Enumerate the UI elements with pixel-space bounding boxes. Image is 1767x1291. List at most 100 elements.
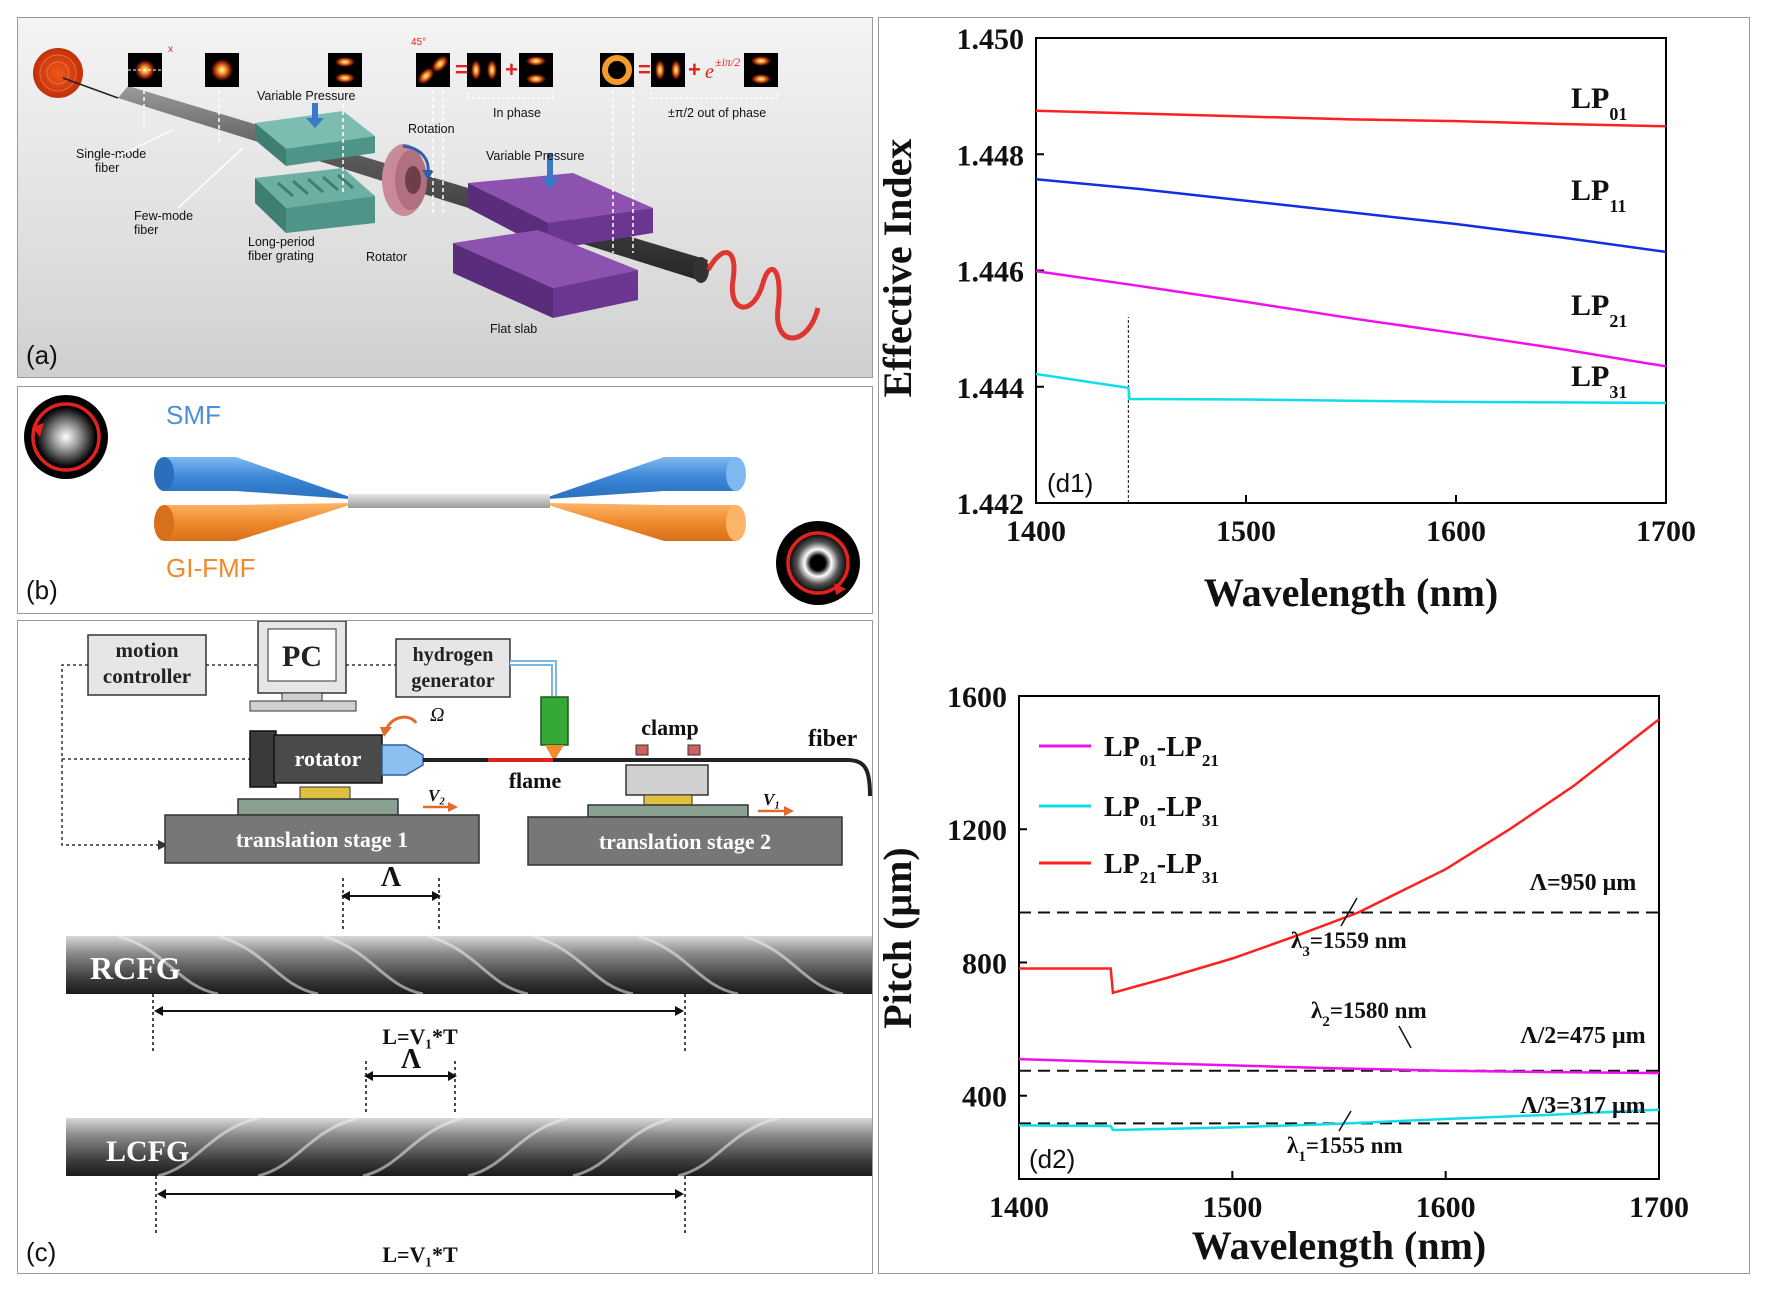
plus-sign: + — [505, 57, 518, 82]
d2-panel-label: (d2) — [1029, 1144, 1075, 1174]
panel-b-illustration: SMF GI-FMF (b) — [24, 395, 860, 605]
phase-exponent: ±iπ/2 — [715, 55, 740, 69]
d2-x-axis-label: Wavelength (nm) — [1192, 1223, 1486, 1268]
rotator-disk — [382, 144, 427, 216]
control-lines — [61, 664, 396, 846]
leg2-s1: 21 — [1140, 868, 1157, 887]
variable-pressure-label-top: Variable Pressure — [257, 89, 355, 103]
d2-plot-frame — [1018, 695, 1660, 1180]
fiber-right — [553, 758, 872, 797]
leg0-m2: LP — [1166, 732, 1202, 763]
panel-b-coupler: SMF GI-FMF (b) — [17, 386, 873, 614]
fmf-line-2: fiber — [134, 223, 158, 237]
rcfg-fiber-image — [66, 934, 872, 996]
a3-lam: λ — [1291, 928, 1303, 953]
panel-letter-c: (c) — [26, 1237, 56, 1267]
d1-xtick-label-1: 1500 — [1216, 515, 1276, 548]
rcfg-label: RCFG — [90, 950, 181, 986]
gifmf-label: GI-FMF — [166, 553, 256, 583]
pc-monitor-icon — [249, 621, 357, 712]
d2-xtick-label-1: 1500 — [1202, 1191, 1262, 1224]
out-of-phase-label: ±π/2 out of phase — [668, 106, 766, 120]
d1-series-lp11 — [1035, 177, 1667, 254]
variable-pressure-label-right: Variable Pressure — [486, 149, 584, 163]
d1-lp11-sub: 11 — [1609, 196, 1626, 216]
leg0-s1: 01 — [1140, 751, 1157, 770]
d2-ytick-label-3: 1600 — [947, 681, 1007, 714]
leg0-s2: 21 — [1202, 751, 1219, 770]
x-axis-label: x — [168, 44, 173, 55]
lpg-line-1: Long-period — [248, 235, 315, 249]
leg0-dash: - — [1157, 732, 1166, 763]
translation-stage-1 — [164, 814, 480, 864]
gas-tube — [510, 660, 557, 696]
d1-label-lp31: LP31 — [1571, 360, 1627, 402]
leg1-s2: 31 — [1202, 811, 1219, 830]
torch-icon — [540, 696, 569, 746]
hydrogen-generator-line1: hydrogen — [413, 644, 494, 666]
stage1-label: translation stage 1 — [236, 827, 408, 852]
gifmf-taper-right — [548, 503, 736, 541]
motion-controller-line2: controller — [103, 664, 191, 688]
clamp-label: clamp — [641, 715, 698, 740]
a2-text: =1580 nm — [1330, 998, 1427, 1023]
in-phase-label: In phase — [493, 106, 541, 120]
label-leader-lines — [117, 129, 244, 209]
helical-output-beam — [705, 250, 821, 341]
in-phase-bracket — [467, 92, 554, 99]
hydrogen-generator-line2: generator — [411, 670, 494, 692]
d1-x-axis-label: Wavelength (nm) — [1204, 570, 1498, 615]
mode-donut — [602, 55, 632, 85]
d2-y-axis-label: Pitch (μm) — [879, 847, 920, 1029]
leg2-s2: 31 — [1202, 868, 1219, 887]
leg2-m2: LP — [1166, 849, 1202, 880]
angle-label: 45° — [411, 37, 426, 48]
v2-label: V₂ — [428, 786, 445, 805]
d2-legend: LP01-LP21 LP01-LP31 LP21-LP31 — [1039, 732, 1219, 887]
a1-lam: λ — [1287, 1133, 1299, 1158]
smf-label: SMF — [166, 400, 221, 430]
phase-term: e — [705, 61, 714, 83]
panel-letter-a: (a) — [26, 340, 58, 370]
lcfg-lambda: Λ — [401, 1044, 421, 1075]
rcfg-lambda: Λ — [381, 862, 401, 893]
leg1-s1: 01 — [1140, 811, 1157, 830]
lcfg-length-label: L=V₁*T — [382, 1242, 458, 1267]
motion-controller-box — [87, 634, 207, 696]
a2-lam: λ — [1311, 998, 1323, 1023]
annot-lambda2: λ2=1580 nm — [1311, 998, 1427, 1030]
long-period-grating-block — [255, 168, 375, 233]
a3-sub: 3 — [1302, 944, 1310, 960]
lcfg-fiber-image — [66, 1116, 872, 1178]
input-mode-icon — [24, 395, 108, 479]
v1-label: V₁ — [763, 790, 780, 809]
d1-xtick-label-2: 1600 — [1426, 515, 1486, 548]
equals-sign-2: = — [638, 57, 651, 82]
hydrogen-generator-box — [395, 638, 511, 698]
d2-ytick-label-1: 800 — [962, 947, 1007, 980]
stage2-label: translation stage 2 — [599, 829, 771, 854]
d1-xtick-label-0: 1400 — [1006, 515, 1066, 548]
panel-letter-b: (b) — [26, 575, 58, 605]
d1-lp31-main: LP — [1571, 360, 1609, 393]
legend-label-lp21-lp31: LP21-LP31 — [1104, 849, 1219, 887]
d1-ytick-label-3: 1.448 — [957, 139, 1025, 172]
annot-lambda3: λ3=1559 nm — [1291, 928, 1407, 960]
d1-lp21-main: LP — [1571, 289, 1609, 322]
d2-xtick-label-3: 1700 — [1629, 1191, 1689, 1224]
d1-panel-label: (d1) — [1047, 468, 1093, 498]
a1-text: =1555 nm — [1306, 1133, 1403, 1158]
a1-sub: 1 — [1298, 1149, 1306, 1165]
rotation-label: Rotation — [408, 122, 455, 136]
mode-drop-lines — [143, 76, 634, 253]
flame-label: flame — [509, 768, 562, 793]
gifmf-taper-left — [164, 503, 350, 541]
d1-ytick-label-4: 1.450 — [957, 23, 1025, 56]
panel-a-illustration: = + = + e ±iπ/2 45° x In phase ±π/2 out … — [26, 37, 821, 370]
d2-xtick-label-0: 1400 — [989, 1191, 1049, 1224]
d1-lp01-main: LP — [1571, 82, 1609, 115]
d1-xtick-label-3: 1700 — [1636, 515, 1696, 548]
